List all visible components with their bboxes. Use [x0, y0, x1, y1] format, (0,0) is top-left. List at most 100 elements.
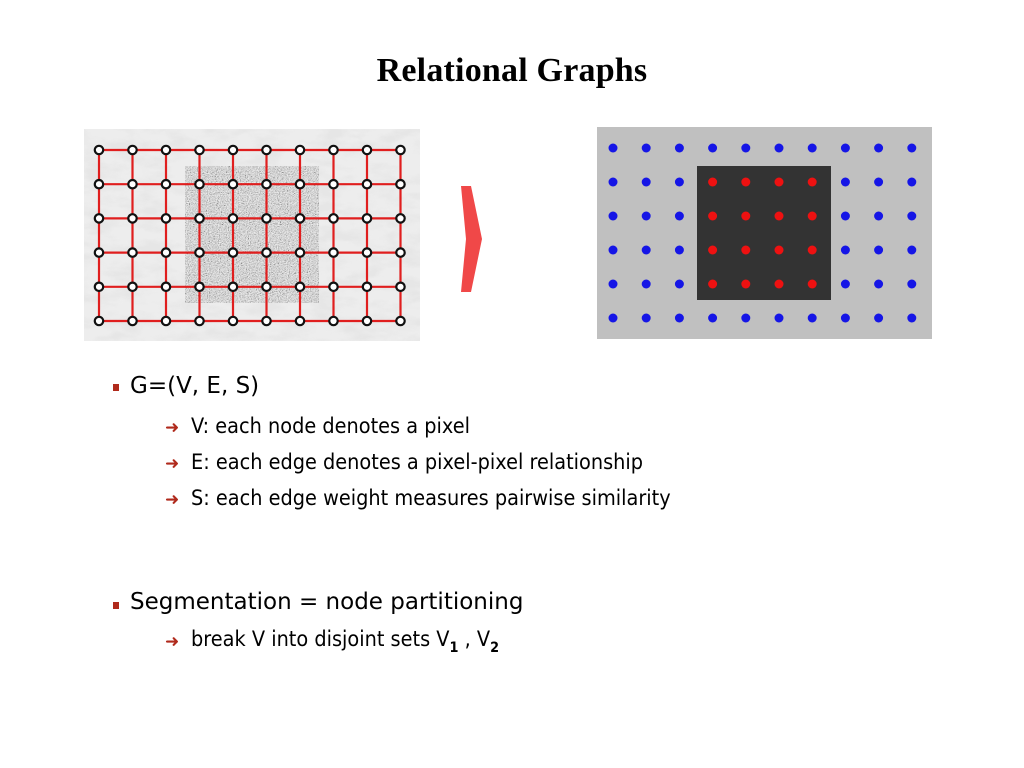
segment-node-blue — [874, 279, 884, 289]
graph-node — [361, 315, 373, 327]
noisy-square-region — [185, 166, 319, 303]
segment-node-blue — [874, 143, 884, 153]
graph-node — [294, 247, 306, 258]
graph-node — [127, 315, 138, 327]
graph-node — [127, 247, 138, 258]
segment-node-red — [774, 245, 784, 255]
segment-node-blue — [874, 211, 884, 221]
graph-node — [395, 315, 406, 327]
graph-node — [227, 281, 239, 293]
segment-node-blue — [608, 143, 618, 153]
graph-node — [328, 144, 339, 156]
graph-node — [395, 144, 406, 156]
segment-node-red — [807, 279, 817, 289]
graph-node — [227, 247, 239, 258]
partition-text: break V into disjoint sets V — [191, 627, 450, 651]
graph-node — [127, 144, 138, 156]
graph-node — [395, 213, 406, 224]
segment-node-blue — [907, 211, 917, 221]
graph-node — [194, 281, 205, 293]
segment-node-red — [774, 211, 784, 221]
arrow-bullet-icon: ➜ — [165, 454, 180, 474]
graph-node — [361, 281, 373, 293]
arrow-bullet-icon: ➜ — [165, 490, 180, 510]
graph-node — [328, 281, 339, 293]
segmentation-nodes — [608, 143, 917, 323]
graph-node — [361, 144, 373, 156]
segment-node-blue — [907, 245, 917, 255]
graph-node — [227, 315, 239, 327]
segment-node-blue — [840, 279, 850, 289]
segment-node-red — [708, 245, 718, 255]
graph-node — [294, 144, 306, 156]
segmented-region — [697, 166, 831, 300]
segment-node-blue — [840, 143, 850, 153]
bullet-segmentation: Segmentation = node partitioning — [130, 589, 524, 615]
graph-node — [261, 247, 272, 258]
graph-node — [93, 281, 105, 293]
segment-node-blue — [907, 279, 917, 289]
segment-node-red — [807, 211, 817, 221]
graph-node — [93, 213, 105, 224]
graph-node — [361, 178, 373, 190]
partition-subscript-2: 2 — [490, 640, 500, 656]
graph-node — [194, 178, 205, 190]
graph-node — [294, 315, 306, 327]
segment-node-blue — [641, 279, 651, 289]
segment-node-blue — [608, 211, 618, 221]
segment-node-blue — [807, 143, 817, 153]
graph-node — [261, 315, 272, 327]
partition-subscript-1: 1 — [449, 640, 459, 656]
sub-bullet-partition: break V into disjoint sets V1 , V2 — [191, 627, 499, 656]
graph-node — [395, 281, 406, 293]
segment-node-blue — [674, 177, 684, 187]
graph-node — [227, 178, 239, 190]
graph-node — [93, 247, 105, 258]
segment-node-red — [708, 211, 718, 221]
graph-node — [160, 178, 172, 190]
segment-node-blue — [641, 245, 651, 255]
segment-node-blue — [741, 313, 751, 323]
sub-bullet-edges: E: each edge denotes a pixel-pixel relat… — [191, 450, 644, 474]
graph-node — [294, 213, 306, 224]
graph-edges — [97, 148, 402, 323]
graph-node — [328, 315, 339, 327]
segment-node-blue — [641, 313, 651, 323]
graph-node — [93, 178, 105, 190]
segment-node-red — [708, 177, 718, 187]
pixel-graph-image — [84, 129, 420, 341]
graph-node — [194, 315, 205, 327]
segment-node-red — [741, 211, 751, 221]
segment-node-blue — [608, 177, 618, 187]
right-arrow-icon — [461, 186, 482, 292]
segment-node-blue — [674, 313, 684, 323]
graph-node — [160, 144, 172, 156]
bullet-marker — [113, 384, 119, 391]
bullet-marker — [113, 602, 119, 609]
graph-node — [328, 247, 339, 258]
graph-node — [194, 247, 205, 258]
segment-node-blue — [874, 245, 884, 255]
segment-node-blue — [874, 313, 884, 323]
sub-bullet-vertices: V: each node denotes a pixel — [191, 414, 470, 438]
graph-node — [127, 213, 138, 224]
graph-node — [160, 247, 172, 258]
graph-node — [261, 144, 272, 156]
graph-nodes — [93, 144, 406, 327]
segment-node-red — [774, 279, 784, 289]
segment-node-blue — [840, 211, 850, 221]
segment-node-blue — [807, 313, 817, 323]
segment-node-blue — [674, 211, 684, 221]
graph-node — [361, 247, 373, 258]
graph-node — [160, 315, 172, 327]
segment-node-blue — [641, 211, 651, 221]
segment-node-blue — [874, 177, 884, 187]
graph-node — [127, 178, 138, 190]
graph-node — [160, 213, 172, 224]
graph-node — [127, 281, 138, 293]
graph-node — [361, 213, 373, 224]
segment-node-blue — [774, 313, 784, 323]
graph-node — [261, 178, 272, 190]
graph-node — [194, 144, 205, 156]
segment-node-blue — [741, 143, 751, 153]
